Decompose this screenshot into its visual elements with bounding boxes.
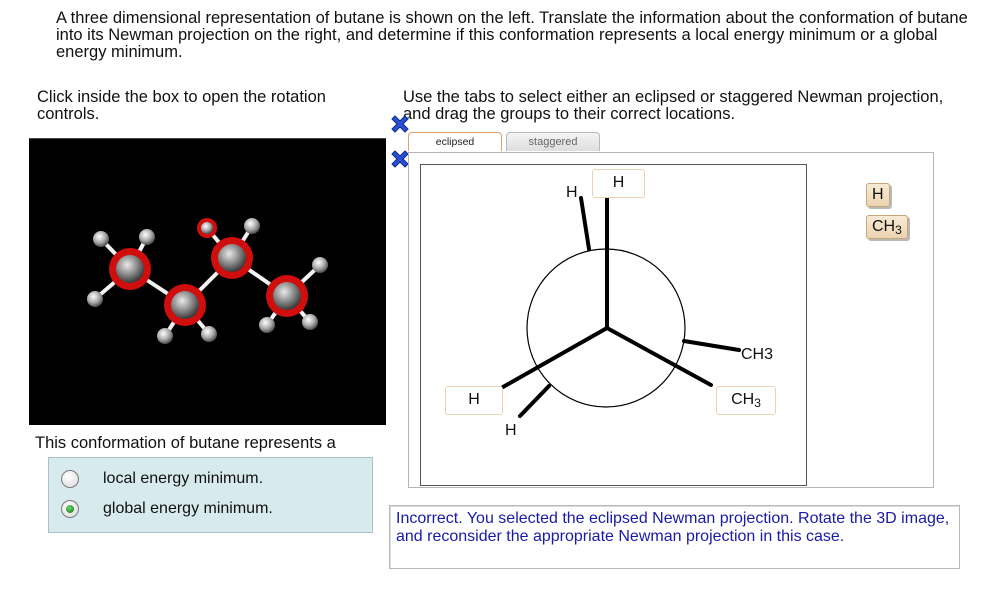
- incorrect-x-icon: [391, 115, 409, 133]
- tab-eclipsed[interactable]: eclipsed: [408, 132, 502, 151]
- newman-back-top-label: H: [566, 184, 578, 201]
- draggable-ch3-group[interactable]: CH3: [866, 215, 908, 239]
- newman-front-left-label[interactable]: H: [445, 386, 503, 415]
- choice-label: global energy minimum.: [103, 500, 273, 517]
- choice-global-minimum[interactable]: global energy minimum.: [61, 500, 273, 518]
- newman-back-right-label: CH3: [741, 346, 774, 363]
- choice-local-minimum[interactable]: local energy minimum.: [61, 470, 263, 488]
- right-instruction: Use the tabs to select either an eclipse…: [403, 88, 944, 123]
- intro-text: A three dimensional representation of bu…: [56, 9, 968, 61]
- 3d-molecule-viewer[interactable]: [29, 138, 386, 425]
- butane-3d-model: [87, 218, 328, 344]
- newman-projection-drawing: [501, 192, 741, 418]
- radio-global-minimum[interactable]: [61, 500, 79, 518]
- tab-staggered[interactable]: staggered: [506, 132, 600, 151]
- choice-label: local energy minimum.: [103, 470, 264, 487]
- radio-local-minimum[interactable]: [61, 470, 79, 488]
- newman-front-top-label[interactable]: H: [592, 169, 645, 198]
- question-text: This conformation of butane represents a: [35, 434, 336, 452]
- answer-choices: local energy minimum. global energy mini…: [48, 457, 373, 533]
- newman-back-left-label: H: [505, 422, 517, 439]
- feedback-message: Incorrect. You selected the eclipsed New…: [389, 505, 960, 569]
- draggable-h-group[interactable]: H: [866, 183, 890, 207]
- newman-canvas[interactable]: H H CH3 CH3 H H: [420, 164, 807, 486]
- left-instruction: Click inside the box to open the rotatio…: [37, 88, 326, 123]
- newman-front-right-label[interactable]: CH3: [716, 386, 776, 415]
